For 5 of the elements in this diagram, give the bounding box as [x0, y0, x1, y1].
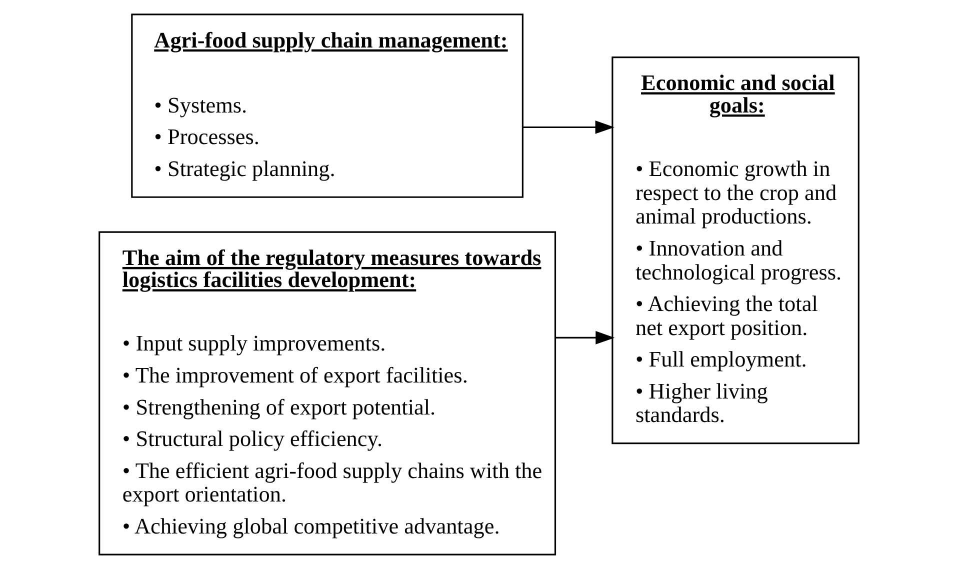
- node-box: The aim of the regulatory measures towards logistics facilities development: • Input supply improvements. • The improvement of export facilities. • Strengthening of export potential. • Structural policy efficiency. • The efficient agri-food supply chains with the export orientation. • Achieving global competitive advantage.: [98, 231, 556, 556]
- node-box: Agri-food supply chain management: • Systems. • Processes. • Strategic planning.: [131, 14, 524, 198]
- node-box: Economic and social goals: • Economic growth in respect to the crop and animal productions. • Innovation and technological progress. • Achieving the total net export position. • Full employment. • Higher living standards.: [612, 56, 860, 444]
- arrow: [523, 120, 614, 134]
- arrow: [555, 331, 615, 344]
